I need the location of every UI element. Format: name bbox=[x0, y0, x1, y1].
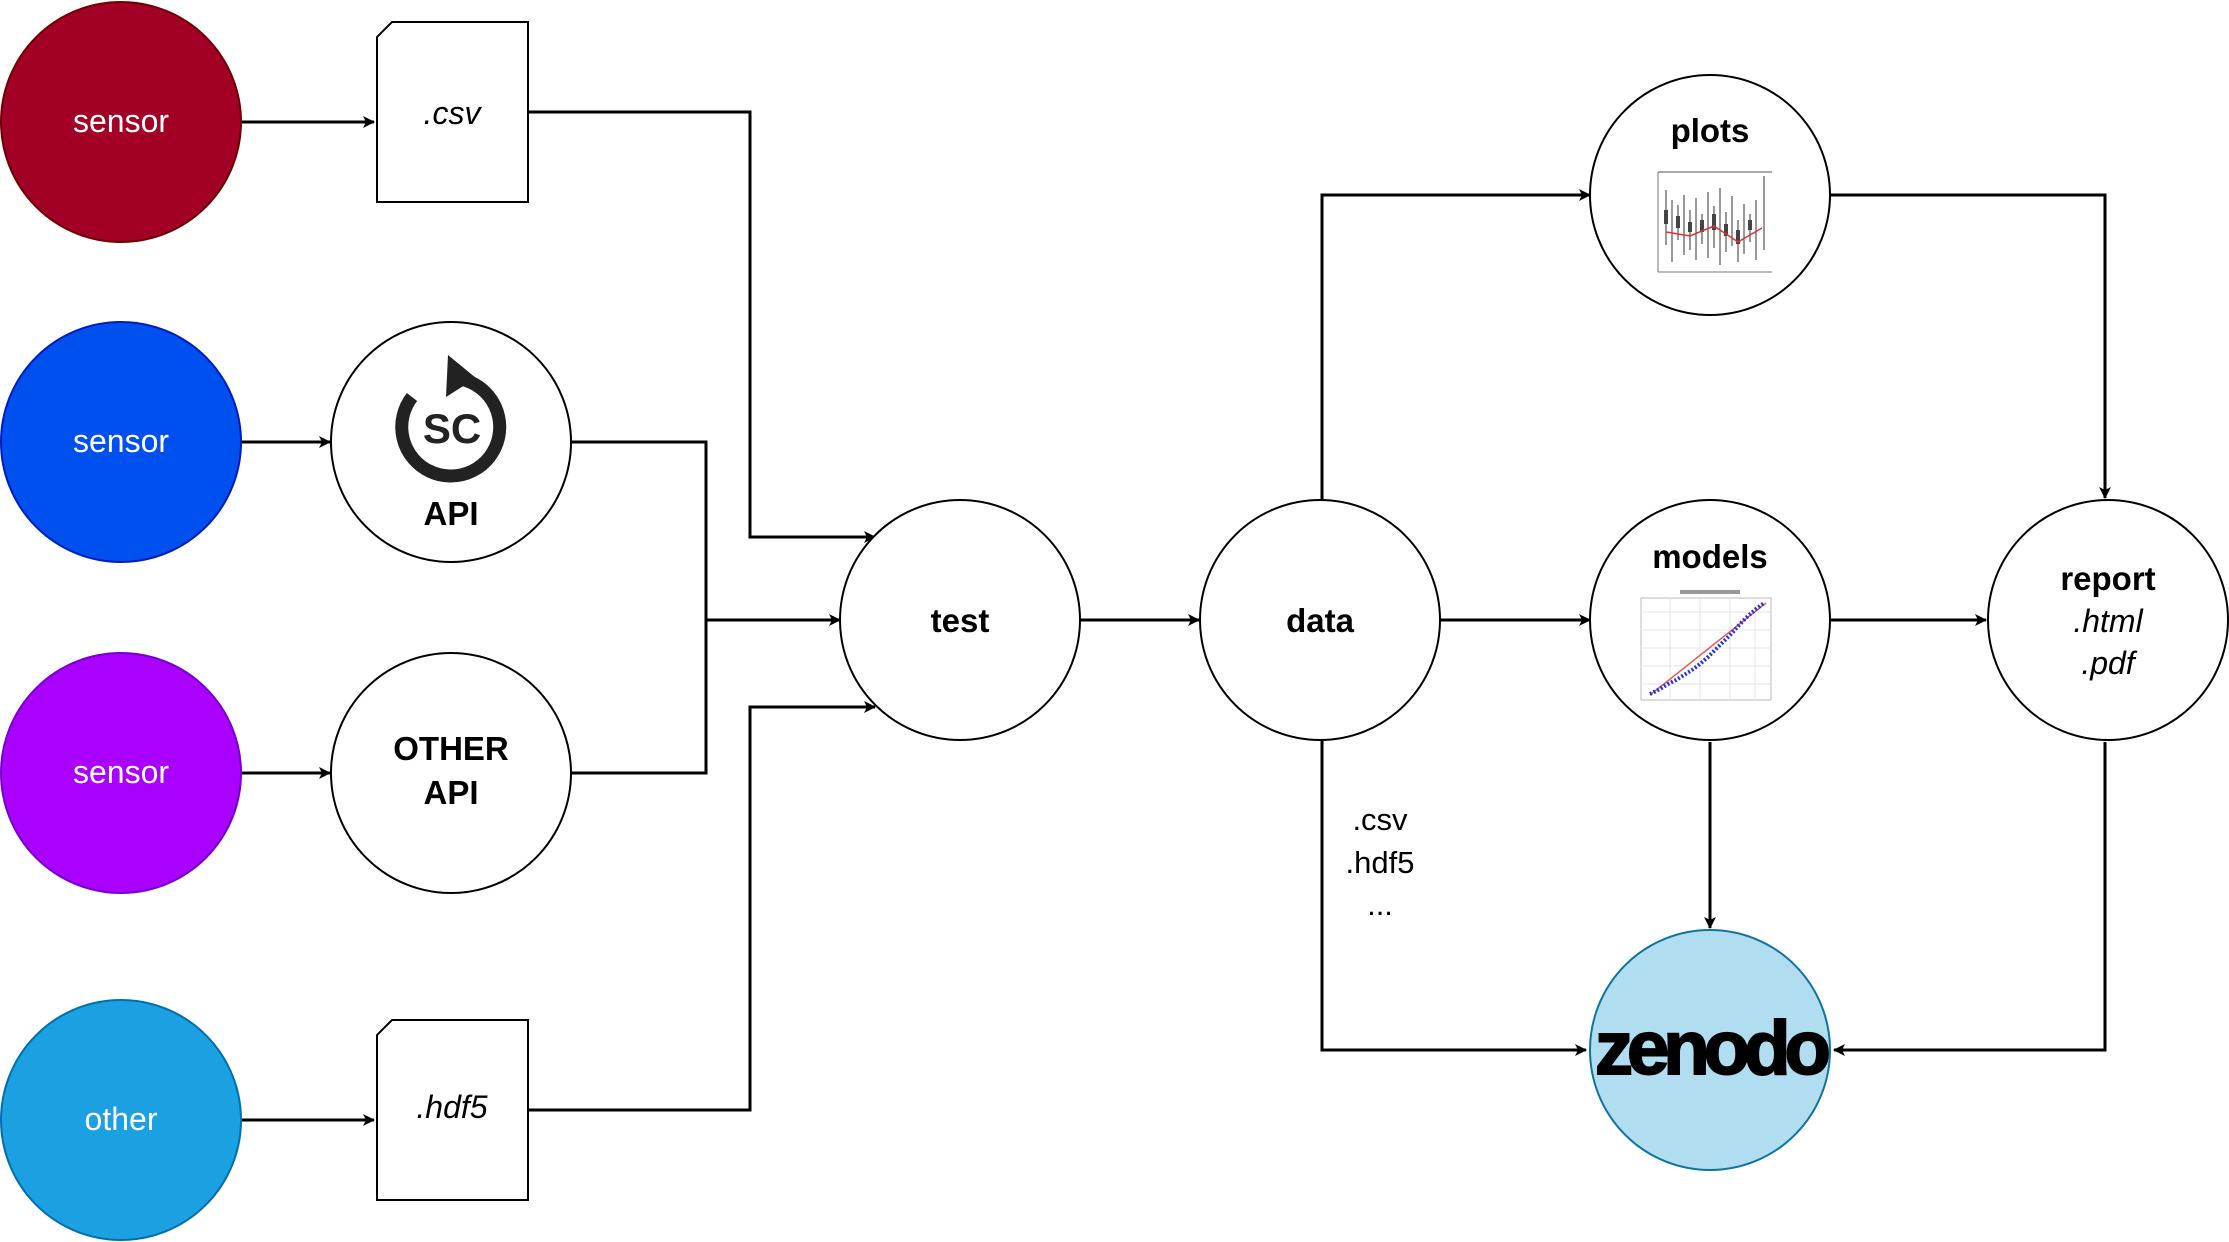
edge-report-to-zenodo bbox=[1833, 742, 2107, 1056]
edge-other-api-to-test bbox=[571, 620, 708, 775]
hdf5-file-label: .hdf5 bbox=[416, 1089, 487, 1125]
csv-file-shape bbox=[376, 21, 529, 203]
data-format-more: ... bbox=[1367, 887, 1393, 922]
circular-arrow-sc-icon: SC bbox=[395, 355, 507, 483]
models-label: models bbox=[1652, 538, 1768, 575]
sensor-blue-label: sensor bbox=[73, 423, 169, 459]
sensor-red-circle bbox=[0, 1, 242, 243]
report-format-html: .html bbox=[2073, 603, 2143, 639]
other-api-label-line1: OTHER bbox=[393, 730, 509, 767]
other-api-circle bbox=[330, 652, 572, 894]
plots-label: plots bbox=[1671, 112, 1750, 149]
edge-csv-to-test bbox=[528, 110, 876, 543]
data-format-hdf5: .hdf5 bbox=[1346, 845, 1415, 880]
edge-hdf5-to-test bbox=[528, 701, 876, 1112]
other-source-circle bbox=[0, 999, 242, 1241]
csv-file-label: .csv bbox=[424, 95, 483, 131]
hdf5-file-shape bbox=[376, 1019, 529, 1201]
source-other: other bbox=[0, 999, 242, 1241]
other-api-label-line2: API bbox=[423, 774, 478, 811]
edge-sc-api-to-test bbox=[571, 440, 708, 620]
data-label: data bbox=[1286, 602, 1355, 639]
report-format-pdf: .pdf bbox=[2081, 645, 2137, 681]
edge-data-to-plots bbox=[1320, 189, 1591, 502]
data-node: data bbox=[1199, 499, 1441, 741]
data-circle bbox=[1199, 499, 1441, 741]
data-format-csv: .csv bbox=[1352, 802, 1408, 837]
report-circle bbox=[1987, 499, 2229, 741]
sensor-red-label: sensor bbox=[73, 103, 169, 139]
hdf5-file-node: .hdf5 bbox=[376, 1019, 529, 1201]
sensor-purple-label: sensor bbox=[73, 754, 169, 790]
edge-plots-to-report bbox=[1830, 193, 2111, 499]
zenodo-circle bbox=[1589, 929, 1831, 1171]
sensor-blue-circle bbox=[0, 321, 242, 563]
sc-api-circle bbox=[330, 321, 572, 563]
models-node: models bbox=[1589, 499, 1831, 741]
csv-file-node: .csv bbox=[376, 21, 529, 203]
connectors bbox=[242, 110, 2111, 1126]
zenodo-node: zenodo bbox=[1589, 929, 1836, 1171]
sensor-purple-circle bbox=[0, 652, 242, 894]
plots-circle bbox=[1589, 74, 1831, 316]
scatter-plot-thumbnail-icon bbox=[1640, 590, 1772, 701]
zenodo-logo-text: zenodo bbox=[1595, 1006, 1829, 1091]
other-source-label: other bbox=[85, 1101, 158, 1137]
data-formats-annotation: .csv .hdf5 ... bbox=[1346, 802, 1415, 922]
sc-api-label: API bbox=[423, 495, 478, 532]
test-label: test bbox=[931, 602, 990, 639]
source-sensor-red: sensor bbox=[0, 1, 242, 243]
test-circle bbox=[839, 499, 1081, 741]
report-label: report bbox=[2060, 560, 2155, 597]
plots-node: plots bbox=[1589, 74, 1831, 316]
edge-data-to-zenodo bbox=[1320, 740, 1587, 1056]
boxplot-thumbnail-icon bbox=[1657, 171, 1772, 273]
sc-logo-text: SC bbox=[423, 405, 481, 452]
sc-api-node: SC API bbox=[330, 321, 572, 563]
source-sensor-purple: sensor bbox=[0, 652, 242, 894]
report-node: report .html .pdf bbox=[1987, 499, 2229, 741]
source-sensor-blue: sensor bbox=[0, 321, 242, 563]
other-api-node: OTHER API bbox=[330, 652, 572, 894]
test-node: test bbox=[839, 499, 1081, 741]
